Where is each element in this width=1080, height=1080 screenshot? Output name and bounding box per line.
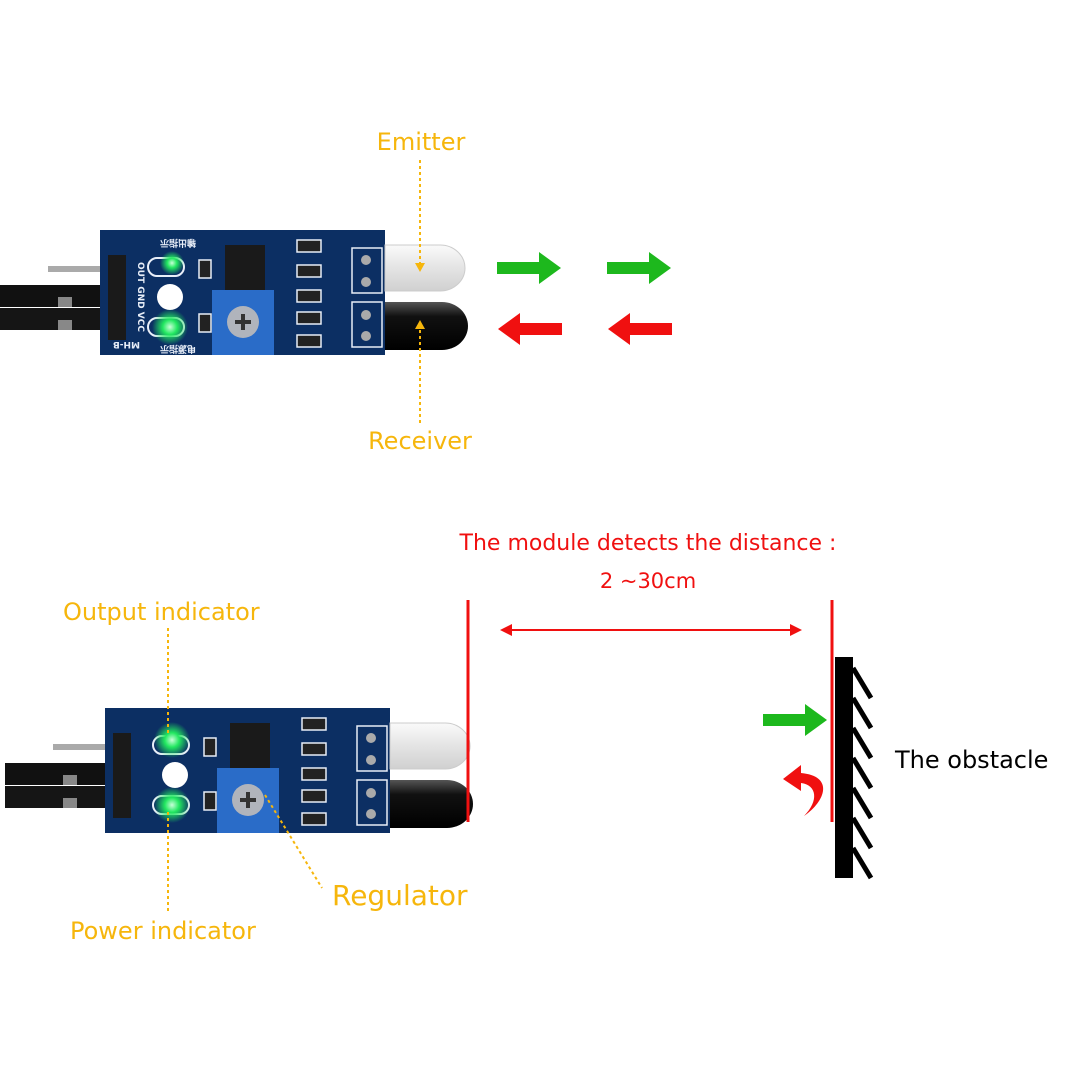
- output-indicator-label: Output indicator: [63, 598, 260, 626]
- power-indicator-silkscreen: 电源指示: [160, 343, 196, 355]
- hatch-line: [850, 666, 874, 700]
- output-led-bottom: [154, 722, 190, 758]
- power-led-top: [152, 309, 188, 345]
- hatch-line: [850, 846, 874, 880]
- bottom-module: [3, 706, 475, 835]
- return-arrow-left: [498, 313, 562, 345]
- distance-title: The module detects the distance :: [459, 531, 837, 556]
- receiver-label: Receiver: [368, 427, 472, 455]
- hatch-line: [850, 756, 874, 790]
- emit-arrow-right: [607, 252, 671, 284]
- emitter-label: Emitter: [377, 128, 466, 156]
- hatch-line: [850, 696, 874, 730]
- emit-arrow-right: [497, 252, 561, 284]
- power-led-bottom: [154, 787, 190, 823]
- obstacle-label: The obstacle: [894, 746, 1048, 774]
- regulator-label: Regulator: [332, 879, 468, 912]
- pin-labels: OUT GND VCC: [135, 262, 145, 332]
- distance-double-arrow: [500, 624, 802, 636]
- output-led-top: [160, 251, 184, 275]
- hatch-line: [850, 816, 874, 850]
- obstacle-wall: [835, 657, 874, 880]
- hatch-line: [850, 726, 874, 760]
- output-indicator-silkscreen: 输出指示: [160, 237, 196, 249]
- incident-arrow: [763, 704, 827, 736]
- distance-range: 2 ~30cm: [600, 569, 696, 593]
- return-arrow-left: [608, 313, 672, 345]
- reflected-arrow: [783, 765, 824, 816]
- model-label: MH-B: [113, 339, 140, 349]
- power-indicator-label: Power indicator: [70, 917, 256, 945]
- hatch-line: [850, 786, 874, 820]
- top-module: [0, 228, 470, 357]
- regulator-pointer: [264, 794, 323, 889]
